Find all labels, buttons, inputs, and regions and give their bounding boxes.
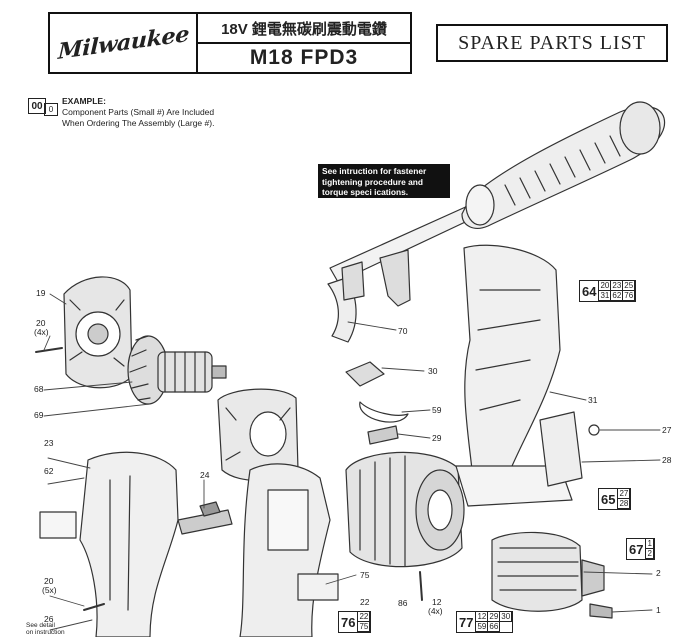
assembly-part: 23 (611, 281, 624, 291)
title-block: Milwaukee 18V 鋰電無碳刷震動電鑽 M18 FPD3 (48, 12, 412, 74)
assembly-part: 28 (618, 499, 631, 509)
part-label-qty: (4x) (428, 606, 443, 616)
assembly-box-65: 65 27 28 (598, 488, 632, 510)
part-label-qty: (5x) (42, 585, 57, 595)
right-housing-drawing (239, 463, 339, 637)
part-label: 62 (44, 466, 54, 476)
gearbox-drawing (345, 451, 465, 568)
assembly-part: 76 (623, 291, 636, 301)
assembly-part: 22 (358, 612, 371, 622)
chuck-drawing (491, 531, 605, 612)
brand-logo: Milwaukee (50, 14, 198, 72)
product-title-cn: 18V 鋰電無碳刷震動電鑽 (198, 14, 410, 44)
part-label: 29 (432, 433, 442, 443)
stator-housing-drawing (217, 388, 299, 482)
part-label: 59 (432, 405, 442, 415)
assembly-part: 30 (500, 612, 513, 622)
part-label: 19 (36, 288, 46, 298)
footnote-line: See detail (26, 622, 55, 629)
assembly-part: 25 (623, 281, 636, 291)
part-label-qty: (4x) (34, 327, 49, 337)
part-label: 26 (44, 614, 54, 624)
part-label: 86 (398, 598, 408, 608)
assembly-part: 12 (476, 612, 489, 622)
note-line: tightening procedure and (322, 176, 423, 187)
end-cap-drawing (63, 276, 133, 389)
assembly-box-64: 64 20 23 25 31 62 76 (579, 280, 637, 302)
assembly-part: 20 (599, 281, 612, 291)
assembly-part: 31 (599, 291, 612, 301)
left-housing-drawing (39, 451, 179, 637)
part-label: 24 (200, 470, 210, 480)
side-handle-drawing (327, 101, 666, 343)
example-description-line: When Ordering The Assembly (Large #). (62, 118, 215, 128)
part-label: 20 (36, 318, 46, 328)
assembly-part: 59 (476, 622, 489, 632)
part-label: 75 (360, 570, 370, 580)
assembly-number: 67 (629, 541, 644, 557)
part-label: 28 (662, 455, 672, 465)
note-line: torque speci ications. (322, 187, 409, 197)
assembly-part: 29 (488, 612, 501, 622)
assembly-box-76: 76 22 75 (338, 611, 372, 633)
part-label: 22 (360, 597, 370, 607)
part-label: 30 (428, 366, 438, 376)
assembly-number: 76 (341, 614, 356, 630)
example-assembly-box: 00 (28, 98, 46, 114)
assembly-part: 27 (618, 489, 631, 499)
example-component-box: 0 (44, 103, 58, 116)
part-label: 12 (432, 597, 442, 607)
footnote-line: on instruction (26, 629, 65, 636)
assembly-part: 2 (646, 549, 654, 559)
part-label: 1 (656, 605, 661, 615)
assembly-box-77: 77 12 29 30 59 66 (456, 611, 514, 633)
assembly-part: 1 (646, 539, 654, 549)
assembly-number: 65 (601, 491, 616, 507)
example-title: EXAMPLE: (62, 96, 106, 106)
main-housing-drawing (455, 244, 573, 507)
part-label: 70 (398, 326, 408, 336)
document-title: SPARE PARTS LIST (436, 24, 668, 62)
part-label: 69 (34, 410, 44, 420)
part-label: 27 (662, 425, 672, 435)
motor-drawing (127, 335, 227, 405)
assembly-box-67: 67 1 2 (626, 538, 655, 560)
assembly-number: 64 (582, 283, 597, 299)
part-label: 2 (656, 568, 661, 578)
part-label: 23 (44, 438, 54, 448)
part-label: 68 (34, 384, 44, 394)
assembly-number: 77 (459, 614, 474, 630)
note-line: See intruction for fastener (322, 166, 427, 176)
part-label: 31 (588, 395, 598, 405)
model-number: M18 FPD3 (249, 46, 359, 69)
part-label: 20 (44, 576, 54, 586)
assembly-part: 62 (611, 291, 624, 301)
assembly-part: 66 (488, 622, 501, 632)
torque-note: See intruction for fastener tightening p… (318, 164, 450, 198)
assembly-part: 75 (358, 622, 371, 632)
example-description-line: Component Parts (Small #) Are Included (62, 107, 215, 117)
